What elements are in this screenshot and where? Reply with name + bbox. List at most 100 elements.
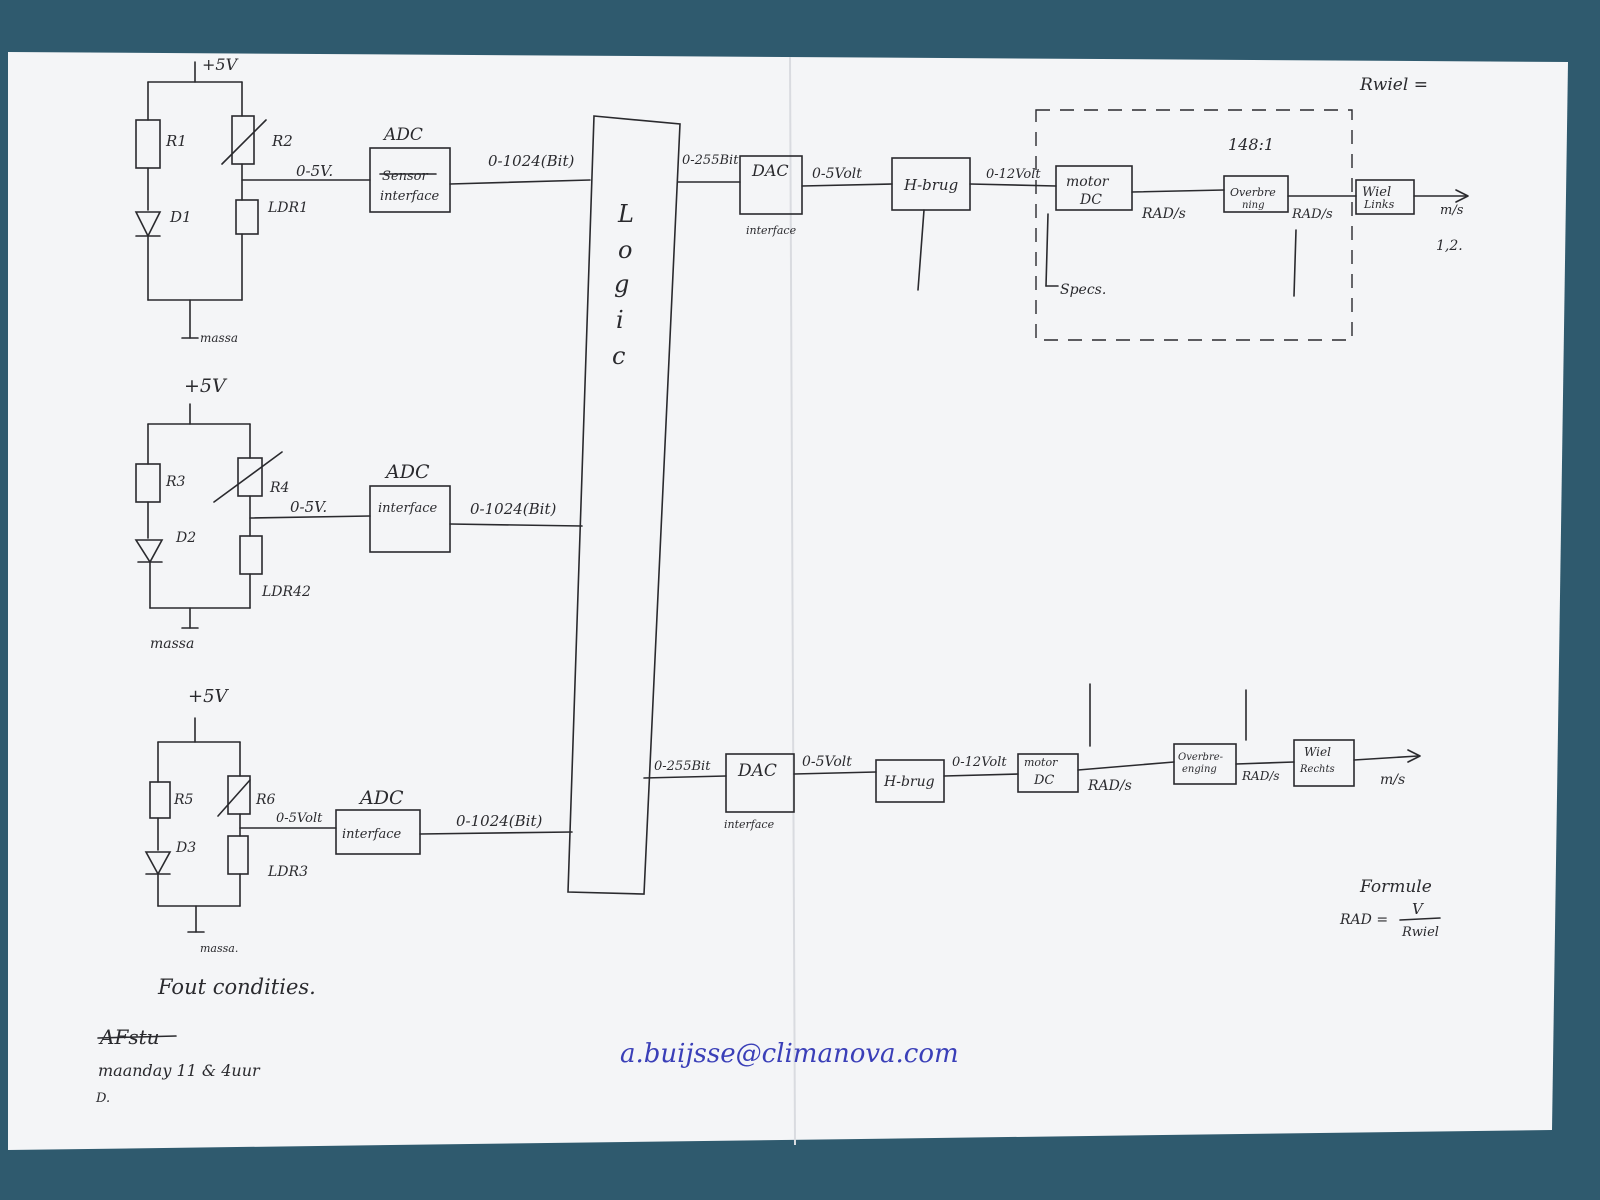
adc-1-box [369,147,451,213]
formula-numerator: V [1412,900,1425,918]
sensor3-adc-out: 0-1024(Bit) [456,812,542,830]
sensor1-adc-title: ADC [382,125,423,145]
sensor3-r6-label: R6 [255,792,276,808]
top-dac-label: DAC [751,161,789,180]
bottom-dac-sub: interface [724,818,775,831]
top-wheel-line1: Wiel [1362,185,1391,200]
bottom-hbrug-label: H-brug [883,774,935,790]
bottom-dac-box [725,753,795,813]
adc-3-box [335,809,421,855]
sensor3-r5-label: R5 [173,792,194,808]
logic-letter-4: i [616,306,624,334]
sensor2-adc-body: interface [378,501,438,516]
top-hbrug-label: H-brug [903,176,958,194]
adc-2-box [369,485,451,553]
sensor1-adc-struck: Sensor [382,169,428,184]
top-motor-group-outline [1035,109,1353,341]
sensor1-d1-label: D1 [169,208,192,226]
sensor1-ground-label: massa [200,331,238,345]
bottom-gear-line1: Overbre- [1178,752,1224,763]
sensor-circuit-3 [144,717,573,933]
bottom-hbrug-out: 0-12Volt [952,755,1007,770]
paper-sheet [8,52,1568,1150]
sensor1-r2-label: R2 [271,132,293,150]
sensor1-r1-label: R1 [165,132,187,150]
top-logic-out: 0-255Bit [682,153,739,168]
sensor3-ground-label: massa. [200,942,238,955]
top-dac-sub: interface [746,224,797,237]
resistor-r5 [149,781,171,819]
sensor2-r3-label: R3 [165,474,186,490]
bottom-gear-out: RAD/s [1241,769,1280,783]
formula-denominator: Rwiel [1401,925,1439,940]
bottom-motor-out: RAD/s [1087,778,1132,794]
email-note: a.buijsse@climanova.com [620,1039,959,1069]
logic-letter-5: c [612,342,625,370]
bottom-hbrug-box [875,759,945,803]
sensor3-adc-body: interface [342,827,402,842]
sensor2-supply: +5V [184,375,228,397]
potentiometer-r6 [227,775,251,815]
top-hbrug-out: 0-12Volt [986,167,1041,182]
led-d3 [144,851,172,876]
top-motor-line1: motor [1066,174,1110,190]
sensor2-ldr-label: LDR42 [261,584,311,600]
ldr-2 [239,535,263,575]
sensor1-supply: +5V [202,55,239,74]
initial-note: D. [95,1091,110,1106]
sensor2-adc-out: 0-1024(Bit) [470,500,556,518]
top-gear-box [1223,175,1289,213]
meeting-note: maanday 11 & 4uur [98,1061,261,1080]
sensor3-supply: +5V [188,686,230,707]
sensor1-adc-out: 0-1024(Bit) [488,152,574,170]
top-wheel-box [1355,179,1415,215]
sensor1-voltage-label: 0-5V. [296,162,333,180]
fout-condities-note: Fout condities. [157,975,316,999]
top-gear-ratio: 148:1 [1228,135,1274,154]
bottom-motor-box [1017,753,1079,793]
bottom-wheel-line2: Rechts [1299,764,1335,775]
sensor-circuit-2 [134,403,583,629]
ldr-3 [227,835,249,875]
sensor2-adc-title: ADC [384,461,430,483]
logic-letter-3: g [614,270,629,298]
bottom-motor-line1: motor [1024,756,1058,769]
top-specs-label: Specs. [1060,282,1106,298]
sensor3-adc-title: ADC [358,787,404,809]
top-motor-box [1055,165,1133,211]
rwiel-note: Rwiel = [1359,75,1428,95]
logic-letters: L o g i c [612,200,634,370]
sensor2-ground-label: massa [150,636,194,652]
sensor3-d3-label: D3 [175,840,196,856]
top-gear-line2: ning [1242,200,1264,211]
bottom-drive-chain [643,683,1421,813]
sensor1-ldr-label: LDR1 [267,200,308,216]
sensor3-voltage-label: 0-5Volt [276,811,323,826]
afstu-strikethrough [97,1035,177,1039]
sensor-circuit-1 [134,61,591,339]
top-motor-out: RAD/s [1141,206,1186,222]
formula-lhs: RAD = [1339,912,1388,928]
formula-fraction-bar [1399,917,1441,921]
potentiometer-r2 [231,115,255,165]
formula-title: Formule [1359,877,1432,897]
bottom-motor-line2: DC [1033,773,1054,788]
top-drive-chain [677,155,1469,297]
top-wheel-line2: Links [1363,198,1395,211]
logic-letter-1: L [617,200,634,228]
bottom-logic-out: 0-255Bit [654,759,711,774]
bottom-dac-label: DAC [737,761,777,781]
bottom-gear-line2: enging [1182,764,1217,775]
bottom-wheel-line1: Wiel [1304,745,1331,759]
top-dac-out: 0-5Volt [812,166,862,182]
top-out-unit: m/s [1440,203,1464,218]
top-motor-line2: DC [1079,192,1102,208]
bottom-dac-out: 0-5Volt [802,754,852,770]
logic-block [567,115,681,895]
sensor1-adc-body: interface [380,189,440,204]
sensor2-r4-label: R4 [269,480,289,496]
logic-letter-2: o [618,236,632,264]
top-gear-out: RAD/s [1291,207,1333,222]
led-d1 [134,211,162,238]
